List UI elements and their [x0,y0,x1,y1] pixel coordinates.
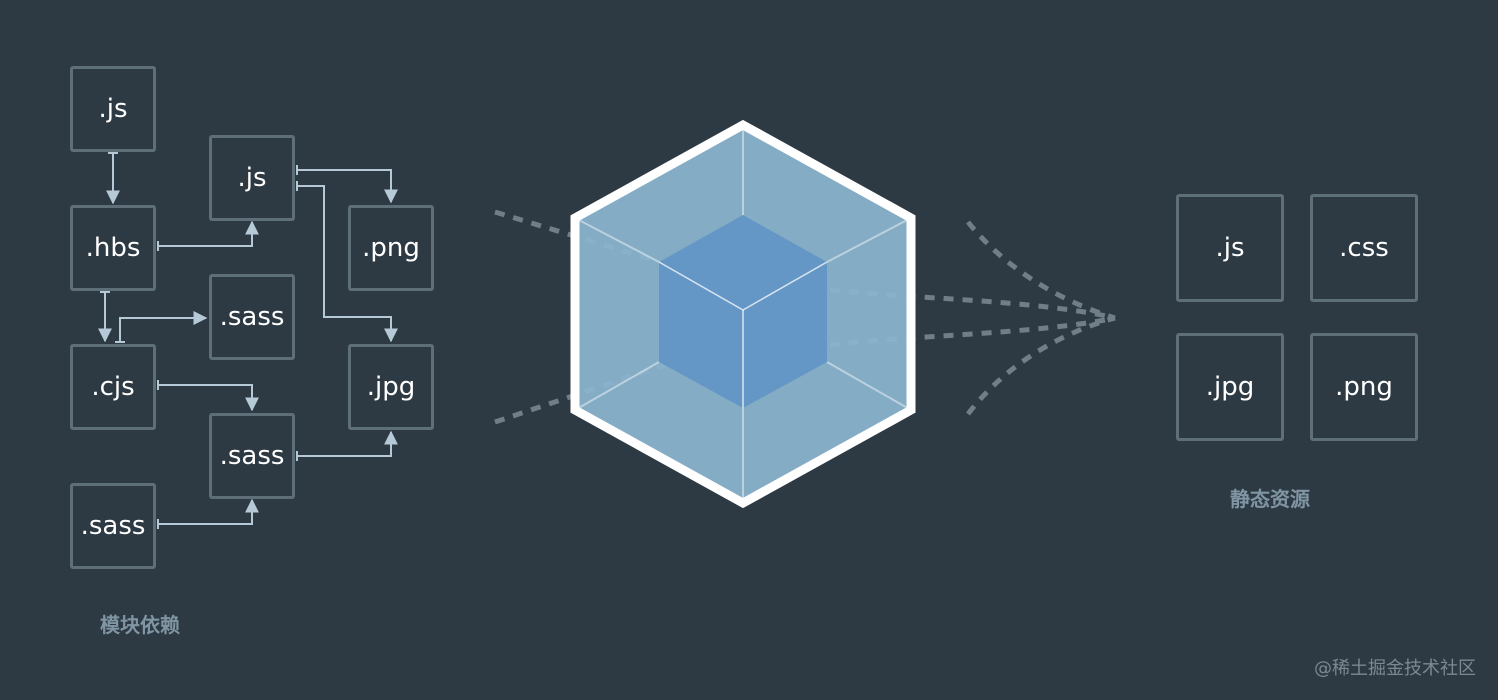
asset-js: .js [1176,194,1284,302]
watermark: @稀土掘金技术社区 [1314,658,1476,679]
module-hbs: .hbs [70,205,156,291]
module-sass-2: .sass [209,274,295,360]
flow-out-upper [829,287,1116,321]
asset-label: .png [1335,372,1393,402]
arrow-js-to-png [297,169,398,204]
module-label: .cjs [91,372,135,402]
module-label: .sass [80,511,146,541]
flow-in-top [494,209,661,265]
webpack-cube-icon [570,119,916,509]
module-label: .png [362,233,420,263]
module-label: .sass [219,441,285,471]
module-js-2: .js [209,135,295,221]
flow-out-top [966,220,1116,321]
module-label: .jpg [366,372,416,402]
arrow-hbs-to-js [158,220,259,247]
module-sass-3: .sass [209,413,295,499]
dependency-arrows [98,152,398,529]
module-label: .js [98,94,128,124]
arrow-cjs-to-sass [119,311,208,342]
assets-caption: 静态资源 [1230,487,1310,511]
arrow-sass-to-sass [158,498,259,525]
asset-png: .png [1310,333,1418,441]
asset-label: .jpg [1205,372,1255,402]
module-png: .png [348,205,434,291]
arrow-js-to-jpg [297,185,398,343]
flow-out-lower [829,315,1116,348]
flow-lines [494,209,1116,425]
asset-css: .css [1310,194,1418,302]
modules-caption: 模块依赖 [100,613,180,637]
module-jpg: .jpg [348,344,434,430]
flow-out-bottom [966,315,1116,416]
module-sass: .sass [70,483,156,569]
arrow-sass-to-jpg [297,430,398,457]
module-label: .hbs [85,233,141,263]
module-label: .sass [219,302,285,332]
asset-label: .css [1339,233,1389,263]
arrow-cjs-to-sass-2 [158,384,259,412]
module-cjs: .cjs [70,344,156,430]
module-label: .js [237,163,267,193]
asset-jpg: .jpg [1176,333,1284,441]
module-js: .js [70,66,156,152]
asset-label: .js [1215,233,1245,263]
